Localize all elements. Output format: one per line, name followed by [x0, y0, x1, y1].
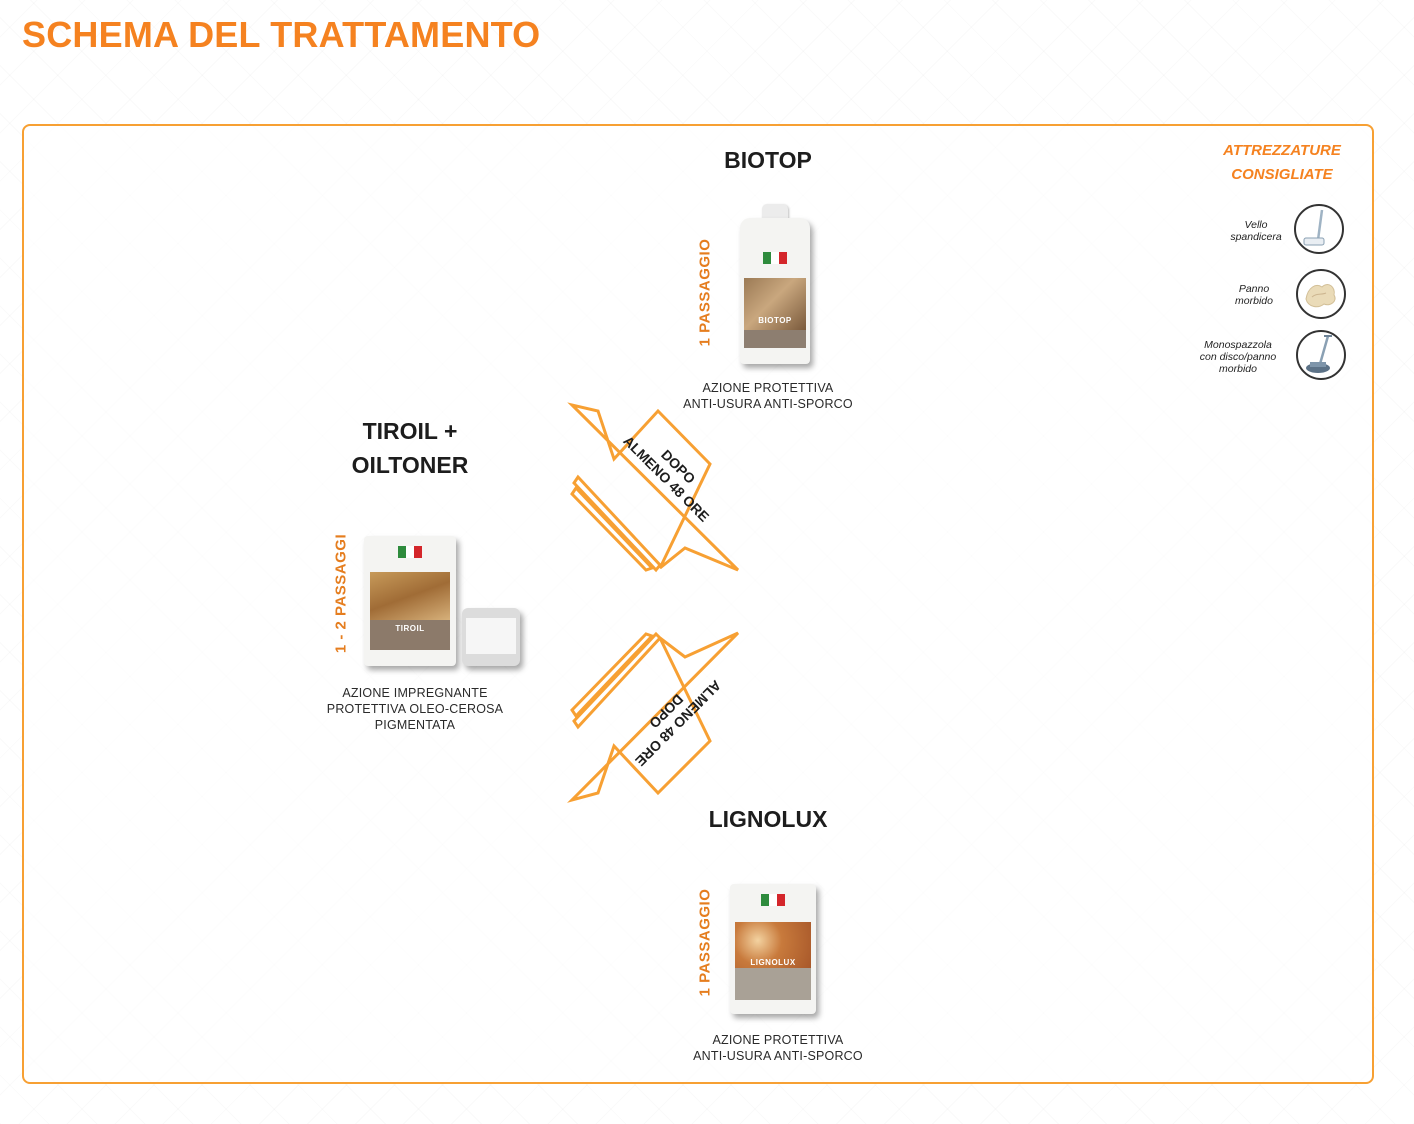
- tiroil-label-band: [369, 620, 451, 650]
- tiroil-description: AZIONE IMPREGNANTE PROTETTIVA OLEO-CEROS…: [300, 685, 530, 733]
- biotop-title: BIOTOP: [724, 147, 812, 173]
- floor-machine-svg: [1306, 335, 1332, 373]
- lignolux-passes: 1 PASSAGGIO: [696, 888, 714, 997]
- lignolux-desc-line: AZIONE PROTETTIVA: [712, 1033, 844, 1047]
- lignolux-description: AZIONE PROTETTIVA ANTI-USURA ANTI-SPORCO: [668, 1032, 888, 1064]
- equipment-label-line: Monospazzola: [1204, 339, 1272, 351]
- lignolux-title: LIGNOLUX: [708, 806, 828, 832]
- page-title: SCHEMA DEL TRATTAMENTO: [22, 14, 541, 55]
- tiroil-passes: 1 - 2 PASSAGGI: [332, 533, 350, 654]
- lignolux-label-image: [735, 922, 811, 968]
- biotop-bottle: BIOTOP: [740, 204, 810, 364]
- tiroil-label-image: [369, 572, 451, 620]
- lignolux-flag-icon: [761, 894, 785, 906]
- equipment-label-applicator: Vello spandicera: [1206, 219, 1306, 243]
- biotop-pack-label: BIOTOP: [758, 316, 792, 325]
- equipment-label-line: spandicera: [1230, 231, 1282, 243]
- equipment-title: ATTREZZATURE CONSIGLIATE: [1200, 139, 1364, 187]
- biotop-label-band: [744, 330, 806, 348]
- lignolux-pack-label: LIGNOLUX: [750, 958, 796, 967]
- equipment-label-line: con disco/panno: [1199, 351, 1277, 363]
- biotop-passes: 1 PASSAGGIO: [696, 238, 714, 347]
- upper-arrow: [567, 402, 740, 573]
- biotop-flag-icon: [763, 252, 787, 264]
- biotop-desc-line: ANTI-USURA ANTI-SPORCO: [683, 397, 853, 411]
- equipment-title-line1: ATTREZZATURE: [1223, 142, 1341, 159]
- tiroil-desc-line: PROTETTIVA OLEO-CEROSA: [326, 702, 504, 716]
- lignolux-label-band: [735, 968, 811, 1000]
- lignolux-can: LIGNOLUX: [730, 884, 816, 1014]
- biotop-label-image: [744, 278, 806, 330]
- equipment-label-cloth: Panno morbido: [1204, 283, 1304, 307]
- lower-arrow: [567, 631, 740, 803]
- equipment-label-line: Panno: [1238, 283, 1270, 295]
- tiroil-desc-line: AZIONE IMPREGNANTE: [342, 686, 488, 700]
- equipment-label-line: Vello: [1244, 219, 1268, 231]
- tiroil-flag-icon: [398, 546, 422, 558]
- wax-applicator-svg: [1303, 209, 1325, 246]
- tiroil-title-line2: OILTONER: [351, 452, 469, 478]
- tiroil-title-line1: TIROIL +: [362, 418, 458, 444]
- equipment-label-line: morbido: [1219, 363, 1257, 375]
- tiroil-pack-label: TIROIL: [395, 624, 425, 633]
- oiltoner-tin: [462, 608, 520, 666]
- tiroil-desc-line: PIGMENTATA: [374, 718, 456, 732]
- equipment-title-line2: CONSIGLIATE: [1231, 166, 1333, 183]
- soft-cloth-icon: [1296, 269, 1346, 319]
- biotop-description: AZIONE PROTETTIVA ANTI-USURA ANTI-SPORCO: [668, 380, 868, 412]
- oiltoner-label: [466, 618, 516, 654]
- biotop-desc-line: AZIONE PROTETTIVA: [702, 381, 834, 395]
- tiroil-can: TIROIL: [364, 536, 456, 666]
- soft-cloth-svg: [1305, 284, 1336, 308]
- wax-applicator-icon: [1294, 204, 1344, 254]
- equipment-label-floor-machine: Monospazzola con disco/panno morbido: [1188, 339, 1288, 375]
- tiroil-title: TIROIL + OILTONER: [310, 414, 510, 482]
- biotop-bottle-cap: [762, 204, 788, 222]
- biotop-bottle-body: BIOTOP: [740, 218, 810, 364]
- equipment-label-line: morbido: [1235, 295, 1273, 307]
- floor-machine-icon: [1296, 330, 1346, 380]
- lignolux-desc-line: ANTI-USURA ANTI-SPORCO: [693, 1049, 863, 1063]
- treatment-diagram-frame: [22, 124, 1374, 1084]
